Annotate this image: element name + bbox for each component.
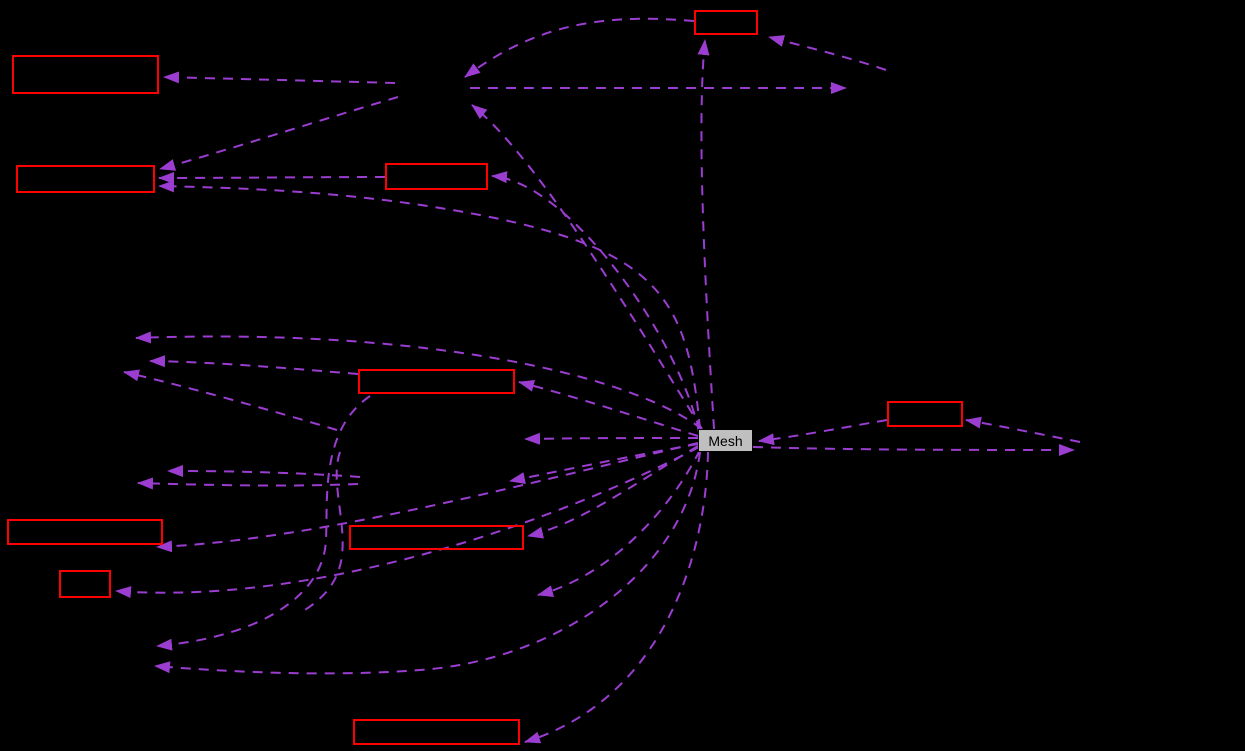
- class-node-box[interactable]: [358, 369, 515, 394]
- edge-path: [156, 395, 371, 651]
- edge-path: [158, 171, 386, 184]
- class-node-box[interactable]: [694, 10, 758, 35]
- edge-path: [537, 449, 701, 597]
- edge-path: [115, 446, 700, 599]
- edge-path: [149, 355, 359, 375]
- edge-path: [697, 39, 715, 430]
- edge-path: [163, 71, 396, 84]
- class-node-box[interactable]: [59, 570, 111, 598]
- edge-path: [768, 35, 887, 71]
- class-node-box[interactable]: [349, 525, 524, 550]
- edge-path: [752, 443, 1075, 456]
- edge-group: [115, 17, 1081, 744]
- edge-path: [509, 443, 699, 484]
- edge-path: [158, 180, 701, 430]
- edge-path: [137, 477, 359, 490]
- edge-path: [758, 419, 888, 446]
- edge-path: [965, 416, 1081, 443]
- edge-path: [524, 432, 699, 445]
- edge-path: [123, 369, 338, 431]
- edge-path: [156, 442, 699, 553]
- edge-path: [524, 451, 709, 744]
- edge-path: [491, 171, 700, 433]
- edge-path: [159, 96, 399, 171]
- mesh-node[interactable]: Mesh: [698, 429, 753, 452]
- class-node-box[interactable]: [16, 165, 155, 193]
- edge-path: [299, 451, 344, 614]
- class-node-box[interactable]: [385, 163, 488, 190]
- edge-path: [167, 465, 361, 478]
- edge-path: [135, 331, 703, 430]
- edge-path: [154, 451, 701, 675]
- class-node-box[interactable]: [7, 519, 163, 545]
- edge-path: [464, 17, 695, 78]
- edge-path: [518, 380, 699, 437]
- edge-path: [527, 445, 699, 539]
- class-node-box[interactable]: [12, 55, 159, 94]
- class-node-box[interactable]: [353, 719, 520, 745]
- class-node-box[interactable]: [887, 401, 963, 427]
